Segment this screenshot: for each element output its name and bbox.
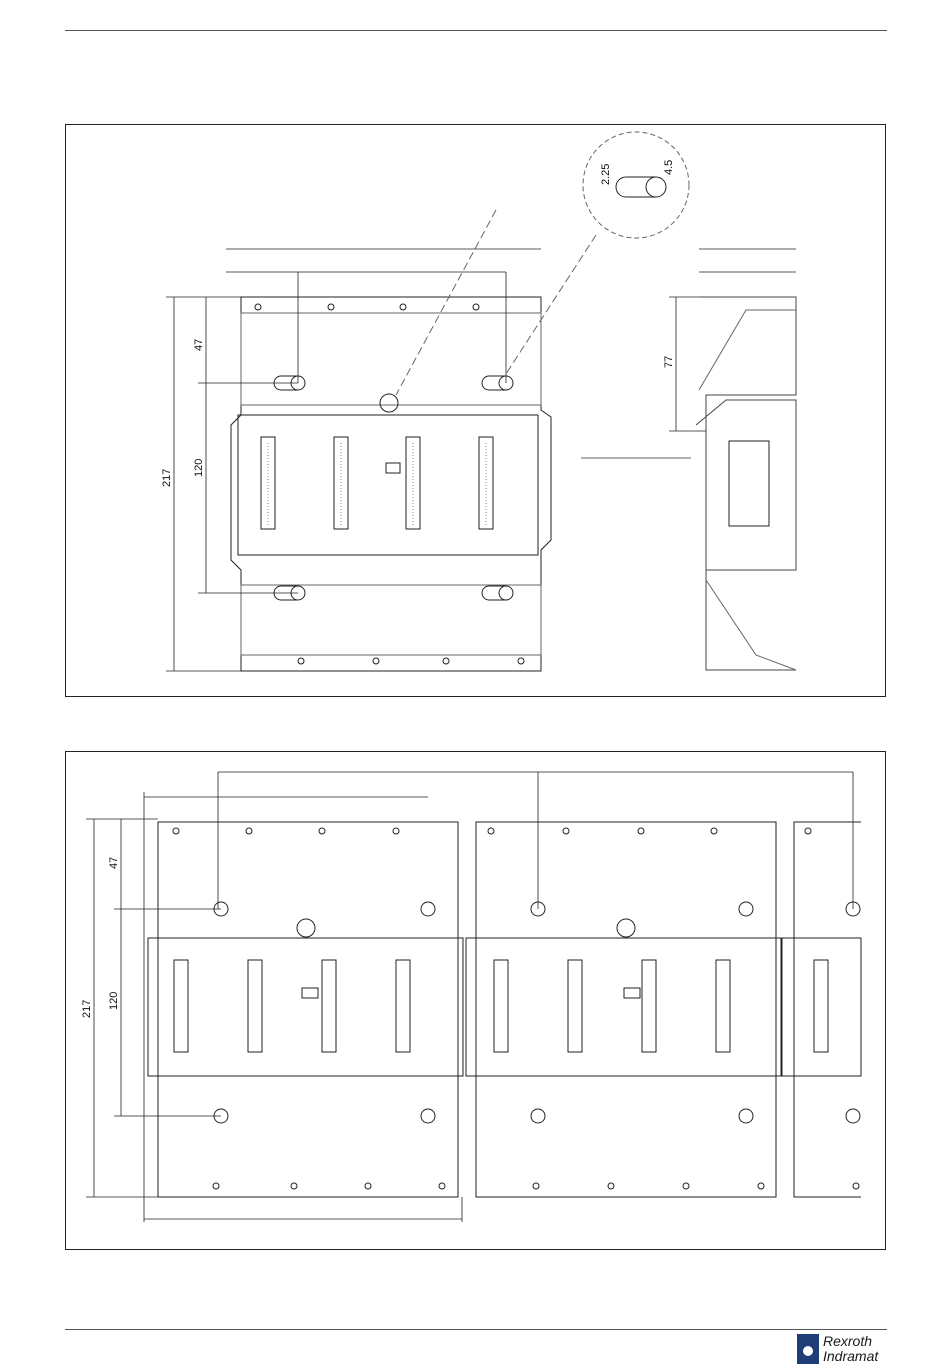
side-view-outline: [699, 297, 796, 670]
front-panel-inner-bottom: [241, 585, 541, 655]
detail-keyhole: [616, 177, 656, 197]
rack-1: [148, 822, 463, 1197]
figure-multi-rack-frame: 217 120 47: [65, 751, 886, 1250]
logo-text: Rexroth Indramat: [823, 1334, 878, 1364]
mounting-holes: [173, 828, 859, 1189]
dim-height-total: 217: [81, 1000, 93, 1018]
footer-rule: [65, 1329, 887, 1330]
dim-top-to-hole: 47: [193, 339, 205, 351]
detail-circle: [583, 132, 689, 238]
header-rule: [65, 30, 887, 31]
mounting-holes: [255, 304, 524, 664]
multi-rack-drawing: 217 120 47: [66, 752, 885, 1249]
dim-height-holes: 120: [108, 992, 120, 1010]
front-panel-inner-top: [241, 313, 541, 405]
dip-switch: [386, 463, 400, 473]
dim-detail-slot-height: 4.5: [663, 160, 675, 175]
rack-3-partial: [782, 822, 861, 1197]
logo-mark-icon: [797, 1334, 819, 1364]
dim-height-total: 217: [161, 469, 173, 487]
logo-line-2: Indramat: [823, 1349, 878, 1364]
dim-side-height: 77: [663, 356, 675, 368]
center-fastener: [380, 394, 398, 412]
single-rack-drawing: 217 120 47 77 2.25 4.5: [66, 125, 885, 696]
front-panel-outline: [231, 297, 551, 671]
dim-top-to-hole: 47: [108, 857, 120, 869]
rexroth-indramat-logo: Rexroth Indramat: [797, 1334, 877, 1366]
logo-line-1: Rexroth: [823, 1334, 878, 1349]
dim-detail-slot-width: 2.25: [600, 164, 612, 185]
keyhole-slots: [274, 376, 513, 600]
side-module: [729, 441, 769, 526]
dim-height-holes: 120: [193, 459, 205, 477]
figure-single-rack-frame: 217 120 47 77 2.25 4.5: [65, 124, 886, 697]
rack-2: [466, 822, 781, 1197]
